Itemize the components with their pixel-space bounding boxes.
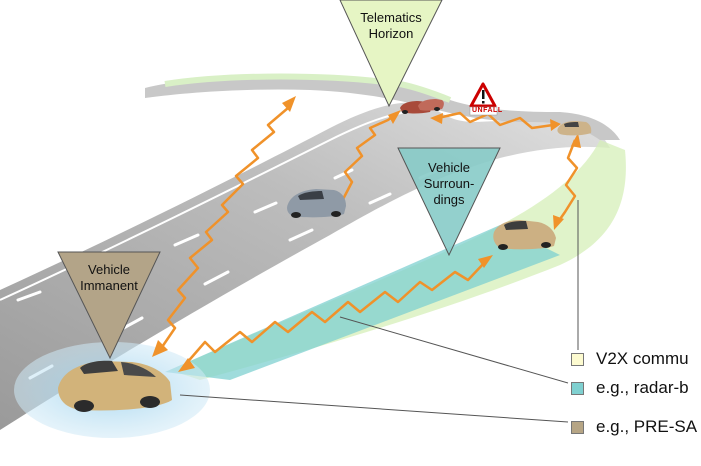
v2x-arrowheads <box>152 96 581 372</box>
legend-swatch <box>571 352 584 366</box>
car-main <box>58 360 172 412</box>
vehicle-surroundings-triangle <box>397 147 501 257</box>
radar-sensor-cone <box>165 225 560 380</box>
legend-swatch <box>571 381 584 395</box>
legend-item-v2x: V2X commu <box>571 349 689 369</box>
legend-item-presafe: e.g., PRE-SA <box>571 417 697 437</box>
warning-sign-label: UNFALL <box>472 107 503 114</box>
warning-triangle-icon <box>469 82 498 116</box>
vehicle-immanent-triangle <box>57 251 161 360</box>
legend-leader-lines <box>179 200 579 423</box>
road-far-light-strip <box>164 73 452 103</box>
vehicle-surroundings-label: Vehicle Surroun- dings <box>423 160 475 207</box>
car-silver <box>287 189 346 218</box>
vehicle-immanent-label: Vehicle Immanent <box>80 262 138 293</box>
legend-label: V2X commu <box>596 349 689 368</box>
legend-item-radar: e.g., radar-b <box>571 378 689 398</box>
telematics-horizon-triangle <box>339 0 443 108</box>
car-gold-far <box>557 121 592 136</box>
car-accident-pair <box>400 99 444 114</box>
legend-label: e.g., radar-b <box>596 378 689 397</box>
car-gold-front <box>493 220 556 250</box>
legend-label: e.g., PRE-SA <box>596 417 698 436</box>
telematics-horizon-label: Telematics Horizon <box>360 10 422 41</box>
v2x-links <box>158 103 579 366</box>
legend-swatch <box>571 420 584 434</box>
